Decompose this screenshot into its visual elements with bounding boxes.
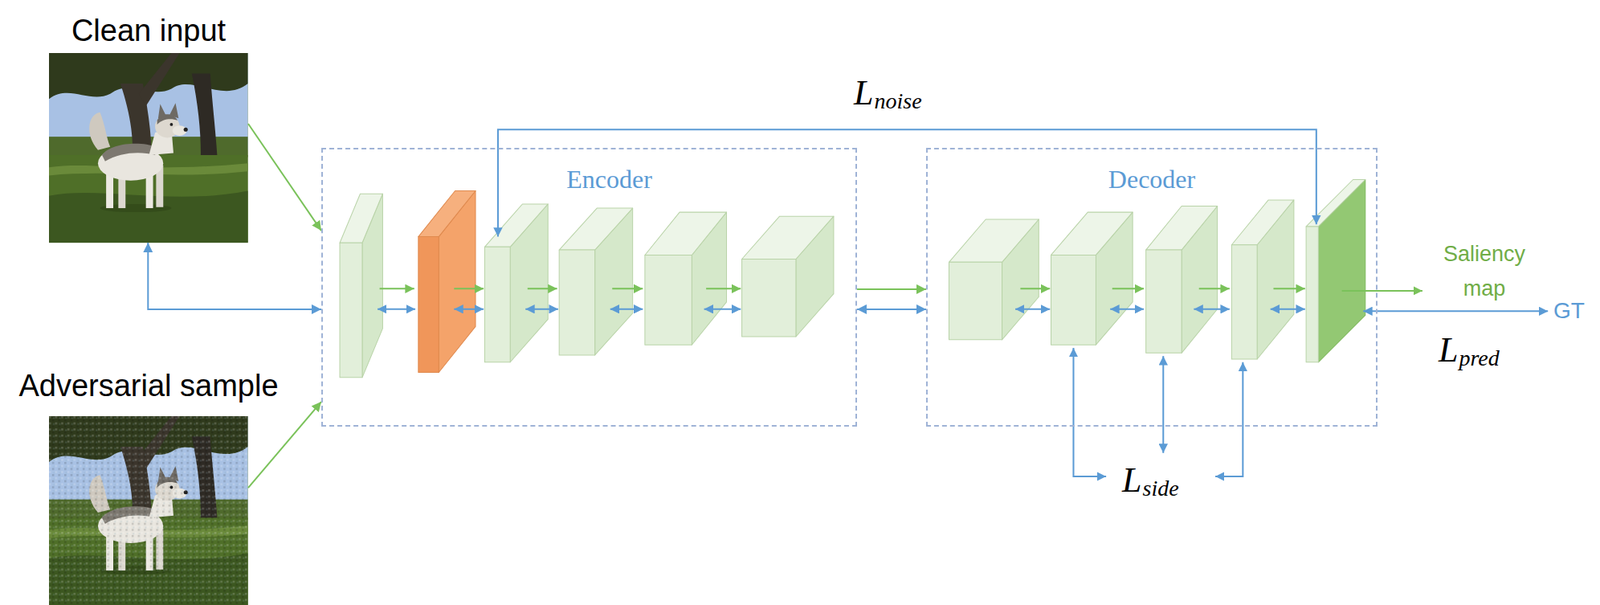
backward-arrow [857,308,927,311]
input-image: Adversarial sample [48,416,249,605]
forward-arrows [379,288,1423,291]
conv-layer [339,193,383,378]
output-label: Saliency map [1432,236,1537,307]
loss-subscript: side [1142,477,1179,500]
loss-symbol: L [853,75,874,111]
loss-subscript: noise [873,89,922,113]
conv-layer [742,216,834,337]
output-layer [1306,179,1366,362]
forward-arrow [248,123,322,231]
deconv-layer [1051,212,1134,345]
encoder-group: Encoder [321,147,858,427]
decoder-group: Decoder [926,147,1378,427]
deconv-layer [1146,206,1218,354]
clean-photo [48,53,249,243]
ground-truth-label: GT [1553,297,1585,325]
deconv-layer [1231,200,1294,360]
loss-symbol: L [1438,332,1458,368]
forward-arrow [857,288,927,290]
module-title: Decoder [1108,163,1196,195]
loss-symbol: L [1122,462,1142,498]
conv-layer [644,212,727,345]
image-heading: Clean input [71,12,226,49]
forward-arrow [248,401,322,488]
input-image: Clean input [48,53,249,243]
image-heading: Adversarial sample [18,367,278,404]
loss-subscript: pred [1458,346,1499,370]
conv-layer [559,208,633,356]
adversarial-photo [48,416,249,605]
deconv-layer [948,219,1039,340]
conv-layer [484,204,548,363]
backward-arrow [147,242,322,310]
module-title: Encoder [566,163,653,195]
noise-layer [418,190,476,372]
backward-arrows [377,129,1548,477]
